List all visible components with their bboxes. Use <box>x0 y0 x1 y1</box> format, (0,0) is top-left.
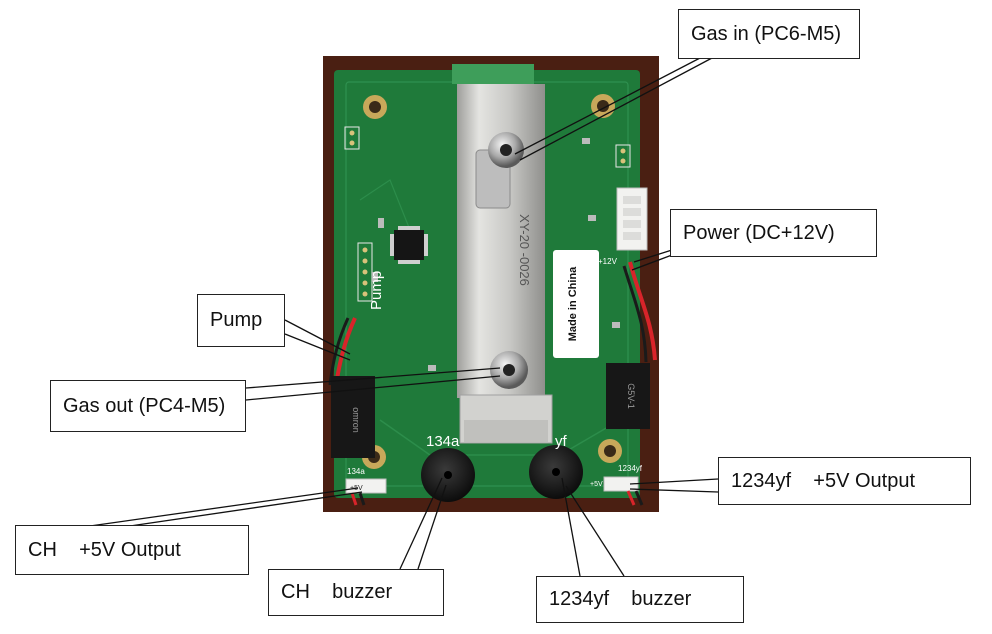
leader-power <box>633 249 673 263</box>
leader-ch-buzzer <box>417 484 447 570</box>
mounting-hole <box>598 439 622 463</box>
leader-gas-out <box>245 375 501 401</box>
1234yf-output-connector <box>603 476 644 506</box>
leader-gas-out <box>245 367 501 389</box>
leader-ch-out <box>89 487 359 527</box>
smd-component <box>582 138 590 144</box>
pump-wire-black <box>328 317 350 386</box>
mounting-hole <box>363 95 387 119</box>
leader-ch-out <box>129 491 363 527</box>
leader-pump <box>284 319 351 355</box>
leader-gas-in <box>519 57 713 161</box>
mounting-hole <box>591 94 615 118</box>
leader-1234yf-buzzer <box>561 477 581 577</box>
smd-component <box>612 322 620 328</box>
silkscreen-1234yf-small: 1234yf <box>618 464 643 473</box>
silkscreen-12v: +12V <box>598 257 618 266</box>
power-wire-red <box>628 261 657 361</box>
gas-out-fitting <box>490 351 528 389</box>
silkscreen-134a-small: 134a <box>347 467 365 476</box>
callout-gas-out: Gas out (PC4-M5) <box>50 380 246 432</box>
callout-gas-in: Gas in (PC6-M5) <box>678 9 860 59</box>
silkscreen-yf: yf <box>555 433 568 450</box>
sensor-engraving: XY-20 -0026 <box>517 214 532 286</box>
relay-label: omron <box>351 407 361 433</box>
relay-label: G5V-1 <box>626 383 636 409</box>
leader-pump <box>284 333 351 361</box>
made-in-china-sticker: Made in China <box>553 250 599 358</box>
silkscreen-134a: 134a <box>426 433 460 450</box>
leader-gas-in <box>514 57 701 155</box>
pcb-trace <box>379 419 621 456</box>
top-connector <box>452 64 534 84</box>
ch-buzzer <box>421 448 475 502</box>
jumper-top-right <box>615 144 631 168</box>
smd-component <box>378 218 384 228</box>
microcontroller-chip <box>390 226 428 264</box>
callout-1234yf-output: 1234yf +5V Output <box>718 457 971 505</box>
leader-lines <box>89 57 719 577</box>
callout-ch-output: CH +5V Output <box>15 525 249 575</box>
ch-output-connector <box>345 478 387 506</box>
relay-right: G5V-1 <box>606 363 650 429</box>
leader-1234yf-buzzer <box>565 485 625 577</box>
gas-sensor-block: XY-20 -0026 <box>457 84 553 444</box>
1234yf-buzzer <box>529 445 583 499</box>
gas-in-fitting <box>475 132 524 209</box>
leader-ch-buzzer <box>399 477 443 570</box>
smd-component <box>428 365 436 371</box>
silkscreen-pump: Pump <box>368 271 385 310</box>
pcb-trace <box>359 179 411 231</box>
power-wire-black <box>622 265 648 363</box>
leader-power <box>631 254 673 271</box>
leader-1234yf-out <box>629 488 719 493</box>
smd-component <box>372 272 378 282</box>
callout-pump: Pump <box>197 294 285 347</box>
callout-1234yf-buzzer: 1234yf buzzer <box>536 576 744 623</box>
sticker-text: Made in China <box>567 266 579 341</box>
silkscreen-5v-right: +5V <box>590 481 603 488</box>
callout-power: Power (DC+12V) <box>670 209 877 257</box>
jumper-top-left <box>344 126 360 150</box>
leader-1234yf-out <box>629 478 719 485</box>
smd-component <box>588 215 596 221</box>
callout-ch-buzzer: CH buzzer <box>268 569 444 616</box>
power-connector <box>616 187 648 251</box>
